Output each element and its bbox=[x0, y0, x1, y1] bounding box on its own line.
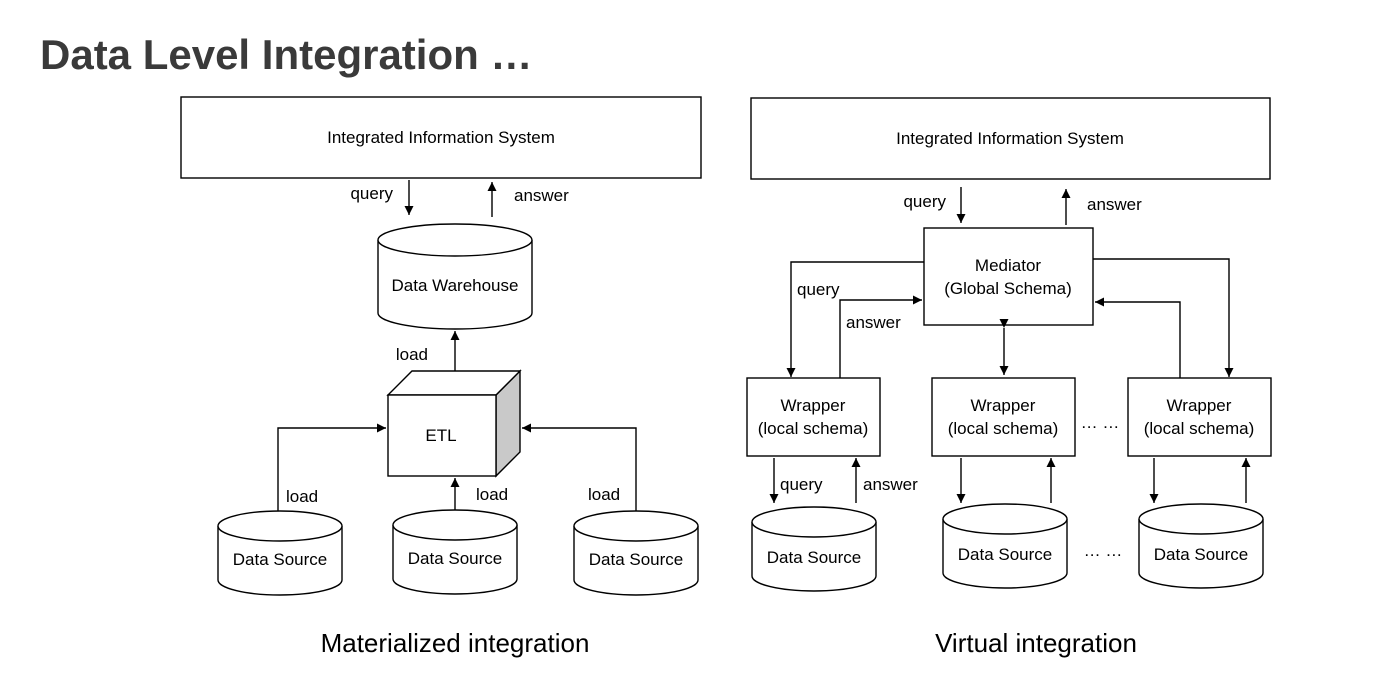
wrapper1-to-mediator-answer-arrow bbox=[839, 295, 922, 378]
data-warehouse-label: Data Warehouse bbox=[392, 276, 519, 295]
virt-answer-label: answer bbox=[1087, 195, 1142, 214]
wrapper-answer-label: answer bbox=[863, 475, 918, 494]
etl-label: ETL bbox=[425, 426, 456, 445]
load-label-top: load bbox=[396, 345, 428, 364]
source1-to-etl-arrow bbox=[277, 423, 386, 511]
wrapper-ellipsis: … … bbox=[1081, 413, 1120, 432]
left-query-label: query bbox=[797, 280, 840, 299]
virt-data-source-3-label: Data Source bbox=[1154, 545, 1249, 564]
etl-cube: ETL bbox=[386, 369, 522, 478]
data-warehouse-cylinder: Data Warehouse bbox=[377, 223, 533, 330]
wrapper-query-label: query bbox=[780, 475, 823, 494]
virt-data-source-2-label: Data Source bbox=[958, 545, 1053, 564]
mat-data-source-1: Data Source bbox=[217, 510, 343, 596]
mat-system-label: Integrated Information System bbox=[327, 128, 555, 147]
wrapper-2-schema-label: (local schema) bbox=[948, 419, 1059, 438]
slide-title: Data Level Integration … bbox=[40, 31, 533, 78]
virt-system-box bbox=[750, 97, 1271, 180]
wrapper-1-label: Wrapper bbox=[781, 396, 846, 415]
wrapper3-to-mediator-arrow bbox=[1095, 297, 1181, 378]
mat-system-box bbox=[180, 96, 702, 179]
source-ellipsis: … … bbox=[1084, 541, 1123, 560]
load-label-middle: load bbox=[476, 485, 508, 504]
virt-query-label: query bbox=[903, 192, 946, 211]
virtual-caption: Virtual integration bbox=[935, 628, 1137, 658]
mat-data-source-3: Data Source bbox=[573, 510, 699, 596]
materialized-caption: Materialized integration bbox=[321, 628, 590, 658]
virt-data-source-1-label: Data Source bbox=[767, 548, 862, 567]
virtual-integration-diagram: Integrated Information System query answ… bbox=[746, 97, 1272, 658]
mat-answer-label: answer bbox=[514, 186, 569, 205]
wrapper-box-2 bbox=[931, 377, 1076, 457]
mediator-to-wrapper1-query-arrow bbox=[786, 261, 924, 377]
virt-data-source-2: Data Source bbox=[942, 503, 1068, 589]
mediator-to-wrapper3-arrow bbox=[1093, 258, 1234, 377]
load-label-left: load bbox=[286, 487, 318, 506]
virt-system-label: Integrated Information System bbox=[896, 129, 1124, 148]
wrapper-box-1 bbox=[746, 377, 881, 457]
mediator-label: Mediator bbox=[975, 256, 1041, 275]
mediator-box bbox=[923, 227, 1094, 326]
wrapper-2-label: Wrapper bbox=[971, 396, 1036, 415]
mat-data-source-3-label: Data Source bbox=[589, 550, 684, 569]
wrapper-3-label: Wrapper bbox=[1167, 396, 1232, 415]
virt-data-source-3: Data Source bbox=[1138, 503, 1264, 589]
wrapper-3-schema-label: (local schema) bbox=[1144, 419, 1255, 438]
mediator-schema-label: (Global Schema) bbox=[944, 279, 1072, 298]
load-label-right: load bbox=[588, 485, 620, 504]
mat-query-label: query bbox=[350, 184, 393, 203]
virt-data-source-1: Data Source bbox=[751, 506, 877, 592]
wrapper-1-schema-label: (local schema) bbox=[758, 419, 869, 438]
wrapper-box-3 bbox=[1127, 377, 1272, 457]
materialized-integration-diagram: Integrated Information System query answ… bbox=[180, 96, 702, 658]
source3-to-etl-arrow bbox=[522, 423, 637, 511]
left-answer-label: answer bbox=[846, 313, 901, 332]
mat-data-source-2: Data Source bbox=[392, 509, 518, 595]
mat-data-source-2-label: Data Source bbox=[408, 549, 503, 568]
mat-data-source-1-label: Data Source bbox=[233, 550, 328, 569]
